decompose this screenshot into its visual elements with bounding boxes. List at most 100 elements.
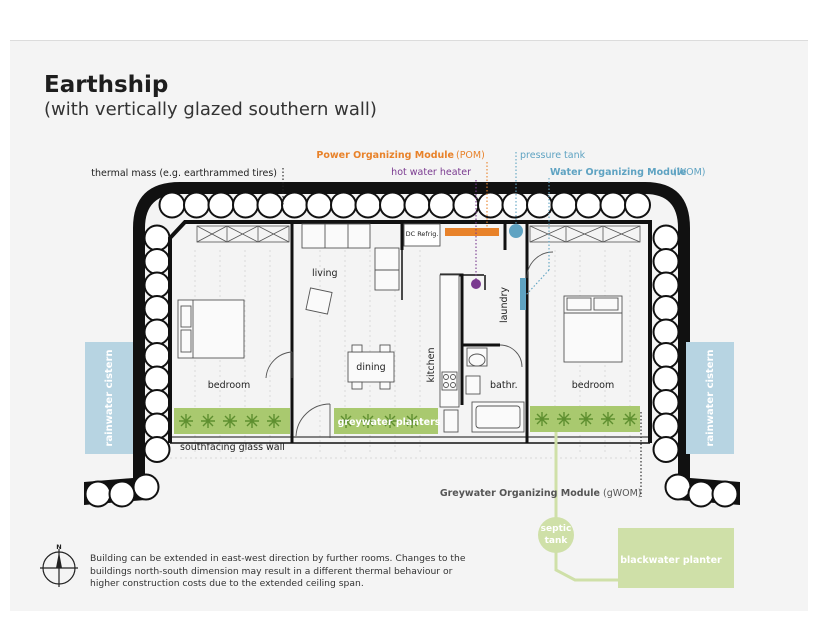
gwom-abbr-label: (gWOM) bbox=[603, 488, 642, 499]
plant-icon bbox=[245, 414, 259, 428]
tire bbox=[305, 191, 333, 219]
hot-water-heater-icon bbox=[471, 279, 481, 289]
tire bbox=[143, 365, 171, 393]
tire bbox=[143, 224, 171, 252]
tire bbox=[526, 191, 553, 219]
tire bbox=[403, 191, 431, 219]
tire-wall bbox=[84, 182, 740, 508]
tire bbox=[143, 342, 171, 369]
tire bbox=[108, 480, 136, 508]
rainwater-cistern-east bbox=[686, 342, 734, 454]
tire bbox=[256, 191, 284, 219]
rainwater-cistern-west bbox=[85, 342, 133, 454]
tire bbox=[330, 191, 357, 219]
tire bbox=[143, 318, 171, 346]
room-living: living bbox=[312, 268, 338, 279]
tire bbox=[652, 271, 680, 299]
plant-icon bbox=[339, 414, 353, 428]
thermal-mass-label: thermal mass (e.g. earthrammed tires) bbox=[91, 168, 277, 179]
tire bbox=[711, 480, 739, 508]
tire bbox=[183, 191, 210, 219]
tire bbox=[652, 389, 680, 416]
blackwater-label: blackwater planter bbox=[620, 555, 722, 566]
gwom-label: Greywater Organizing Module bbox=[440, 488, 600, 499]
tire bbox=[143, 436, 171, 463]
tire bbox=[624, 191, 651, 219]
room-kitchen: kitchen bbox=[426, 348, 437, 383]
dc-refrig-label: DC Refrig. bbox=[406, 230, 439, 238]
pom-label: Power Organizing Module bbox=[316, 150, 454, 161]
tire bbox=[652, 342, 680, 369]
septic-label-1: septic bbox=[541, 524, 572, 534]
plant-icon bbox=[223, 414, 237, 428]
diagram-subtitle: (with vertically glazed southern wall) bbox=[44, 99, 377, 120]
wom-module bbox=[520, 278, 526, 310]
walls bbox=[168, 220, 652, 444]
tire bbox=[501, 191, 529, 219]
wom-label: Water Organizing Module bbox=[550, 167, 686, 178]
tire bbox=[143, 248, 171, 275]
plant-icon bbox=[405, 414, 419, 428]
room-dining: dining bbox=[356, 362, 385, 373]
septic-label-2: tank bbox=[545, 536, 569, 546]
septic-tank bbox=[538, 517, 574, 553]
greywater-planters bbox=[174, 406, 640, 434]
rainwater-cistern-west-label: rainwater cistern bbox=[104, 349, 115, 446]
tire bbox=[652, 412, 680, 440]
pressure-tank-label: pressure tank bbox=[520, 150, 586, 161]
plant-icon bbox=[623, 412, 637, 426]
plant-icon bbox=[601, 412, 615, 426]
room-bathroom: bathr. bbox=[490, 380, 518, 391]
plant-icon bbox=[179, 414, 193, 428]
tire bbox=[599, 191, 627, 219]
wom-abbr-label: (WOM) bbox=[673, 167, 705, 178]
plant-icon bbox=[535, 412, 549, 426]
greywater-planters-label: greywater planters bbox=[338, 417, 441, 428]
tire bbox=[428, 191, 455, 219]
tire bbox=[575, 191, 602, 219]
north-windows bbox=[196, 225, 641, 243]
room-laundry: laundry bbox=[499, 287, 510, 323]
pressure-tank-icon bbox=[509, 224, 523, 238]
tire bbox=[158, 191, 186, 219]
tire bbox=[652, 248, 680, 275]
tire bbox=[143, 295, 171, 322]
tire bbox=[652, 224, 680, 252]
hot-water-heater-label: hot water heater bbox=[391, 167, 471, 178]
tire bbox=[84, 480, 112, 508]
plant-icon bbox=[557, 412, 571, 426]
plant-icon bbox=[201, 414, 215, 428]
plant-icon bbox=[267, 414, 281, 428]
compass-north-label: N bbox=[56, 543, 61, 551]
tire bbox=[652, 318, 680, 346]
tire bbox=[132, 473, 160, 501]
tire bbox=[232, 191, 259, 219]
plant-icon bbox=[361, 414, 375, 428]
tire bbox=[379, 191, 406, 219]
tire bbox=[452, 191, 480, 219]
leader-lines bbox=[282, 152, 642, 497]
rainwater-cistern-east-label: rainwater cistern bbox=[705, 349, 716, 446]
tire bbox=[207, 191, 235, 219]
glass-wall-label: southfacing glass wall bbox=[180, 442, 285, 453]
room-bedroom-west: bedroom bbox=[208, 380, 250, 391]
blackwater-planter bbox=[618, 528, 734, 588]
tire bbox=[664, 473, 692, 501]
tire bbox=[143, 389, 171, 416]
plant-icon bbox=[383, 414, 397, 428]
pom-abbr-label: (POM) bbox=[456, 150, 485, 161]
compass-icon: N bbox=[40, 543, 78, 587]
tire bbox=[143, 412, 171, 440]
tire bbox=[143, 271, 171, 299]
pom-module bbox=[445, 228, 499, 236]
diagram-title: Earthship bbox=[44, 72, 169, 98]
tire bbox=[354, 191, 382, 219]
greywater-pipes bbox=[554, 432, 620, 582]
tire bbox=[550, 191, 578, 219]
room-bedroom-east: bedroom bbox=[572, 380, 614, 391]
tire bbox=[477, 191, 504, 219]
footnote: Building can be extended in east-west di… bbox=[90, 553, 466, 589]
tire bbox=[652, 295, 680, 322]
tire bbox=[687, 480, 715, 508]
